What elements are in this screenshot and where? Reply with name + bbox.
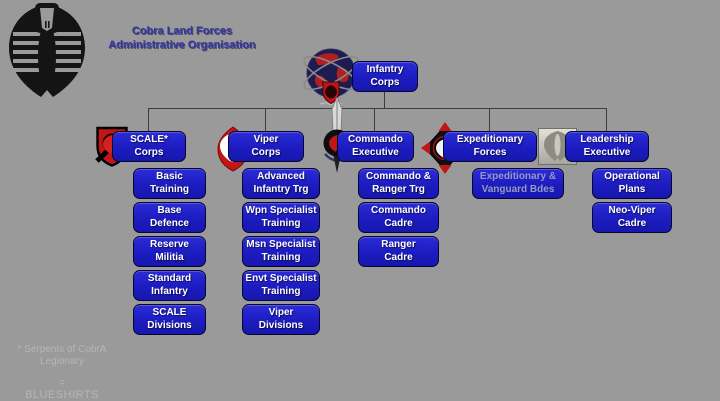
org-node-commando-cadre: Commando Cadre [358,202,439,233]
org-node-scale-divisions: SCALE Divisions [133,304,206,335]
org-node-expeditionary-forces: Expeditionary Forces [443,131,537,162]
cobra-emblem-icon [6,2,88,98]
connector-line-branch5 [606,108,607,132]
org-node-base-defence: Base Defence [133,202,206,233]
org-node-wpn-specialist-training: Wpn Specialist Training [242,202,320,233]
org-node-infantry-corps: Infantry Corps [352,61,418,92]
org-node-advanced-infantry-trg: Advanced Infantry Trg [242,168,320,199]
connector-line-branch4 [489,108,490,132]
org-node-leadership-executive: Leadership Executive [565,131,649,162]
connector-line-branch2 [265,108,266,132]
footnote: * Serpents of CobrA Legionary = BLUESHIR… [8,344,116,401]
slide-title-line2: Administrative Organisation [108,39,256,51]
org-node-expeditionary-vanguard-bdes: Expeditionary & Vanguard Bdes [472,168,564,199]
org-node-commando-executive: Commando Executive [337,131,414,162]
globe-cobra-icon [302,46,360,106]
connector-line-branch1 [148,108,149,132]
footnote-line3: = [59,377,65,387]
connector-line-root [384,89,385,109]
org-node-standard-infantry: Standard Infantry [133,270,206,301]
org-node-msn-specialist-training: Msn Specialist Training [242,236,320,267]
connector-line-horizontal [148,108,607,109]
org-node-reserve-militia: Reserve Militia [133,236,206,267]
org-node-basic-training: Basic Training [133,168,206,199]
org-node-commando-ranger-trg: Commando & Ranger Trg [358,168,439,199]
org-node-scale-corps: SCALE* Corps [112,131,186,162]
footnote-line4: BLUESHIRTS [25,389,99,401]
org-node-ranger-cadre: Ranger Cadre [358,236,439,267]
org-node-operational-plans: Operational Plans [592,168,672,199]
footnote-line1: * Serpents of CobrA [17,344,107,355]
slide-title: Cobra Land Forces Administrative Organis… [97,24,267,52]
slide-title-line1: Cobra Land Forces [131,25,233,37]
connector-line-branch3 [374,108,375,132]
footnote-line2: Legionary [40,356,84,367]
org-node-neo-viper-cadre: Neo-Viper Cadre [592,202,672,233]
org-node-viper-divisions: Viper Divisions [242,304,320,335]
org-node-envt-specialist-training: Envt Specialist Training [242,270,320,301]
org-node-viper-corps: Viper Corps [228,131,304,162]
